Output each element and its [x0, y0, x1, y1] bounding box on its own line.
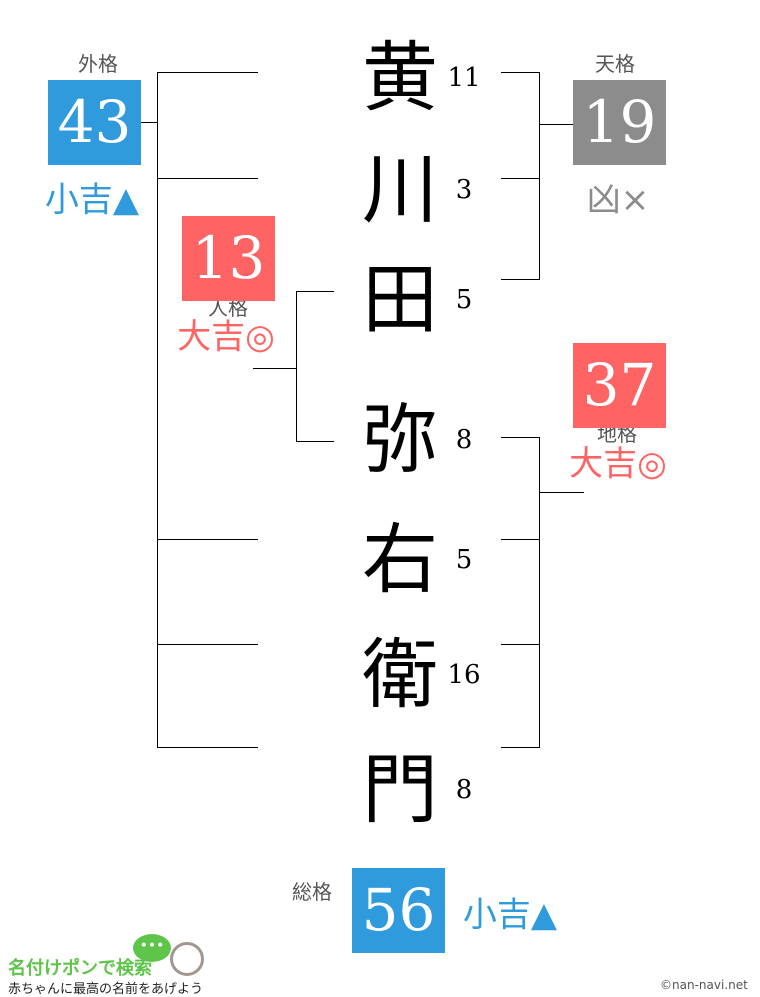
speech-bubble-icon: ••• — [133, 934, 171, 962]
stroke-count: 5 — [455, 285, 473, 315]
name-character: 田 — [362, 255, 438, 344]
gaikaku-fortune: 小吉▲ — [44, 180, 140, 220]
tagline: 赤ちゃんに最高の名前をあげよう — [8, 982, 204, 997]
jinkaku-value: 13 — [182, 216, 275, 301]
baby-face-icon — [170, 942, 204, 976]
chikaku-value: 37 — [573, 343, 666, 428]
copyright: ©nan-navi.net — [660, 978, 748, 992]
stroke-count: 11 — [447, 63, 481, 93]
jinkaku-fortune: 大吉◎ — [177, 317, 275, 357]
name-character: 門 — [362, 745, 438, 834]
soukaku-fortune: 小吉▲ — [462, 895, 558, 935]
tenkaku-label: 天格 — [595, 52, 635, 76]
logo[interactable]: ••• 名付けポンで検索 赤ちゃんに最高の名前をあげよう — [8, 932, 218, 997]
soukaku-label: 総格 — [292, 880, 332, 904]
gaikaku-value: 43 — [48, 80, 141, 165]
tenkaku-value: 19 — [573, 80, 666, 165]
stroke-count: 8 — [455, 775, 473, 805]
name-character: 右 — [362, 515, 438, 604]
gaikaku-label: 外格 — [78, 52, 118, 76]
stroke-count: 16 — [447, 660, 481, 690]
stroke-count: 5 — [455, 545, 473, 575]
chikaku-fortune: 大吉◎ — [569, 444, 667, 484]
name-character: 衛 — [362, 630, 438, 719]
name-character: 川 — [362, 145, 438, 234]
tenkaku-fortune: 凶× — [586, 180, 650, 220]
stroke-count: 3 — [455, 175, 473, 205]
name-character: 弥 — [362, 395, 438, 484]
name-character: 黄 — [362, 33, 438, 122]
logo-text: 名付けポンで検索 — [8, 958, 152, 979]
soukaku-value: 56 — [352, 868, 445, 953]
stroke-count: 8 — [455, 425, 473, 455]
